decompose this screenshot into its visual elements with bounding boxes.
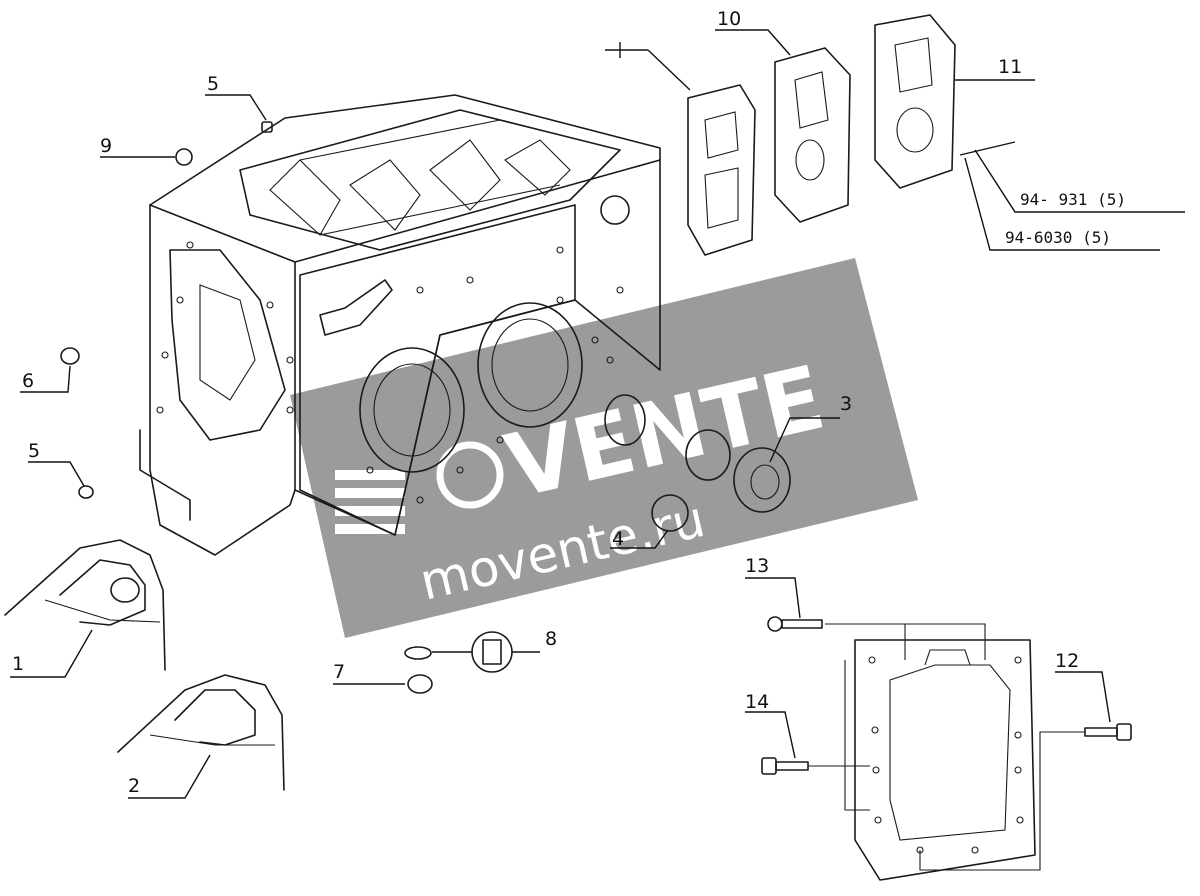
callout-14: 14: [745, 691, 769, 713]
reference-1: 94- 931 (5): [1020, 190, 1126, 209]
part-3-seal-ring: 3: [604, 393, 852, 513]
part-8-plug: 8: [471, 628, 557, 673]
pan-leader-lines: [808, 623, 1085, 871]
callout-12: 12: [1055, 650, 1079, 672]
part-9-plug: 9: [100, 135, 193, 166]
part-1-cover: 1: [4, 539, 166, 678]
callout-10: 10: [717, 8, 741, 30]
callout-2: 2: [128, 775, 140, 797]
reference-notes: 94- 931 (5) 94-6030 (5): [959, 141, 1185, 251]
watermark-logo-icon: [335, 441, 504, 534]
watermark: VENTE movente.ru: [290, 258, 918, 638]
callout-8: 8: [545, 628, 557, 650]
part-2-cover: 2: [117, 674, 285, 799]
gearbox-housing: [139, 94, 661, 556]
part-4-plug: 4: [610, 494, 689, 550]
callout-11: 11: [998, 56, 1022, 78]
gasket-plate: [605, 42, 756, 256]
watermark-banner: [290, 258, 918, 638]
callout-7: 7: [333, 661, 345, 683]
part-5-left-plug: 5: [28, 440, 94, 499]
part-7-nut-washer: 7: [333, 646, 472, 694]
part-13-screw: 13: [745, 555, 823, 632]
callout-4: 4: [612, 528, 624, 550]
part-11-cover: 11: [874, 14, 1035, 189]
part-10-cover: 10: [715, 8, 851, 223]
callout-6: 6: [22, 370, 34, 392]
part-12-bolt: 12: [1055, 650, 1132, 741]
callout-5-top: 5: [207, 73, 219, 95]
part-5-top-plug: 5: [205, 73, 273, 133]
oil-pan-cover: [854, 639, 1036, 881]
part-6-plug: 6: [20, 347, 80, 393]
reference-2: 94-6030 (5): [1005, 228, 1111, 247]
callout-3: 3: [840, 393, 852, 415]
callout-5-left: 5: [28, 440, 40, 462]
callout-9: 9: [100, 135, 112, 157]
callout-1: 1: [12, 653, 24, 675]
part-14-bolt: 14: [745, 691, 809, 775]
callout-13: 13: [745, 555, 769, 577]
